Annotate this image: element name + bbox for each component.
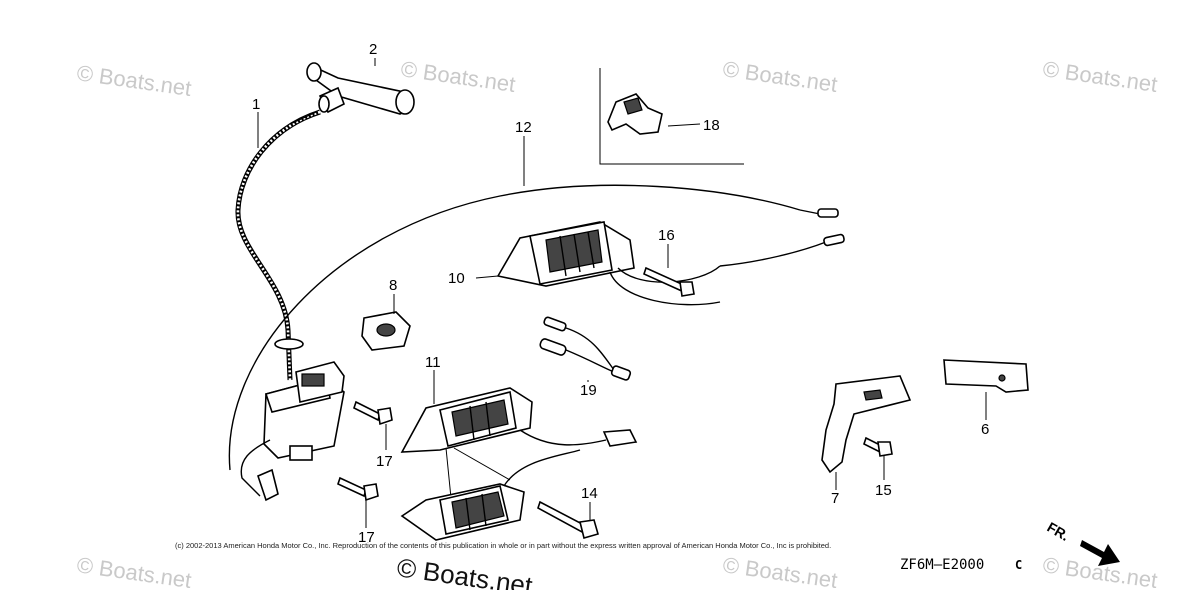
- wire-harness: [228, 184, 845, 471]
- callout-17: 17: [358, 529, 375, 546]
- front-arrow-icon: [1080, 540, 1120, 566]
- exciter-coil: [496, 221, 721, 306]
- callout-16: 16: [658, 227, 675, 244]
- bolt-17-upper: [353, 400, 393, 426]
- bolt-14: [537, 500, 599, 539]
- callout-15: 15: [875, 482, 892, 499]
- watermark: © Boats.net: [395, 552, 535, 590]
- callout-14: 14: [581, 485, 598, 502]
- front-label: FR.: [1045, 519, 1073, 544]
- diagram-code-suffix: C: [1015, 558, 1022, 572]
- leader-lines: [257, 58, 987, 528]
- clip-inset: [599, 68, 744, 165]
- callout-2: 2: [369, 41, 377, 58]
- callout-8: 8: [389, 277, 397, 294]
- spark-plug-cap: [306, 62, 415, 115]
- callout-6: 6: [981, 421, 989, 438]
- callout-17: 17: [376, 453, 393, 470]
- ignition-coil-lower: [400, 449, 581, 541]
- callouts: 2 1 12 18 16 10 8 11 19 17 17 14 7 15 6: [252, 41, 989, 546]
- watermark: © Boats.net: [1041, 56, 1159, 97]
- watermark-layer: © Boats.net © Boats.net © Boats.net © Bo…: [75, 56, 1159, 590]
- watermark: © Boats.net: [721, 552, 839, 590]
- watermark: © Boats.net: [721, 56, 839, 97]
- callout-18: 18: [703, 117, 720, 134]
- watermark: © Boats.net: [399, 56, 517, 97]
- watermark: © Boats.net: [1041, 552, 1159, 590]
- callout-7: 7: [831, 490, 839, 507]
- bolt-16: [643, 266, 695, 297]
- diagram-code: ZF6M—E2000: [900, 557, 984, 573]
- watermark: © Boats.net: [75, 60, 193, 101]
- callout-11: 11: [425, 354, 441, 371]
- bracket-7: [821, 375, 912, 474]
- bolt-17-lower: [337, 476, 379, 502]
- callout-12: 12: [515, 119, 532, 136]
- sub-harness: [539, 316, 632, 381]
- copyright-notice: (c) 2002-2013 American Honda Motor Co., …: [175, 541, 831, 550]
- callout-19: 19: [580, 382, 597, 399]
- callout-10: 10: [448, 270, 465, 287]
- ignition-coil: [235, 109, 345, 502]
- charge-coil: [400, 387, 638, 509]
- bracket-6: [943, 359, 1029, 393]
- bolt-15: [863, 436, 893, 457]
- grommet: [361, 311, 411, 351]
- watermark: © Boats.net: [75, 552, 193, 590]
- callout-1: 1: [252, 96, 260, 113]
